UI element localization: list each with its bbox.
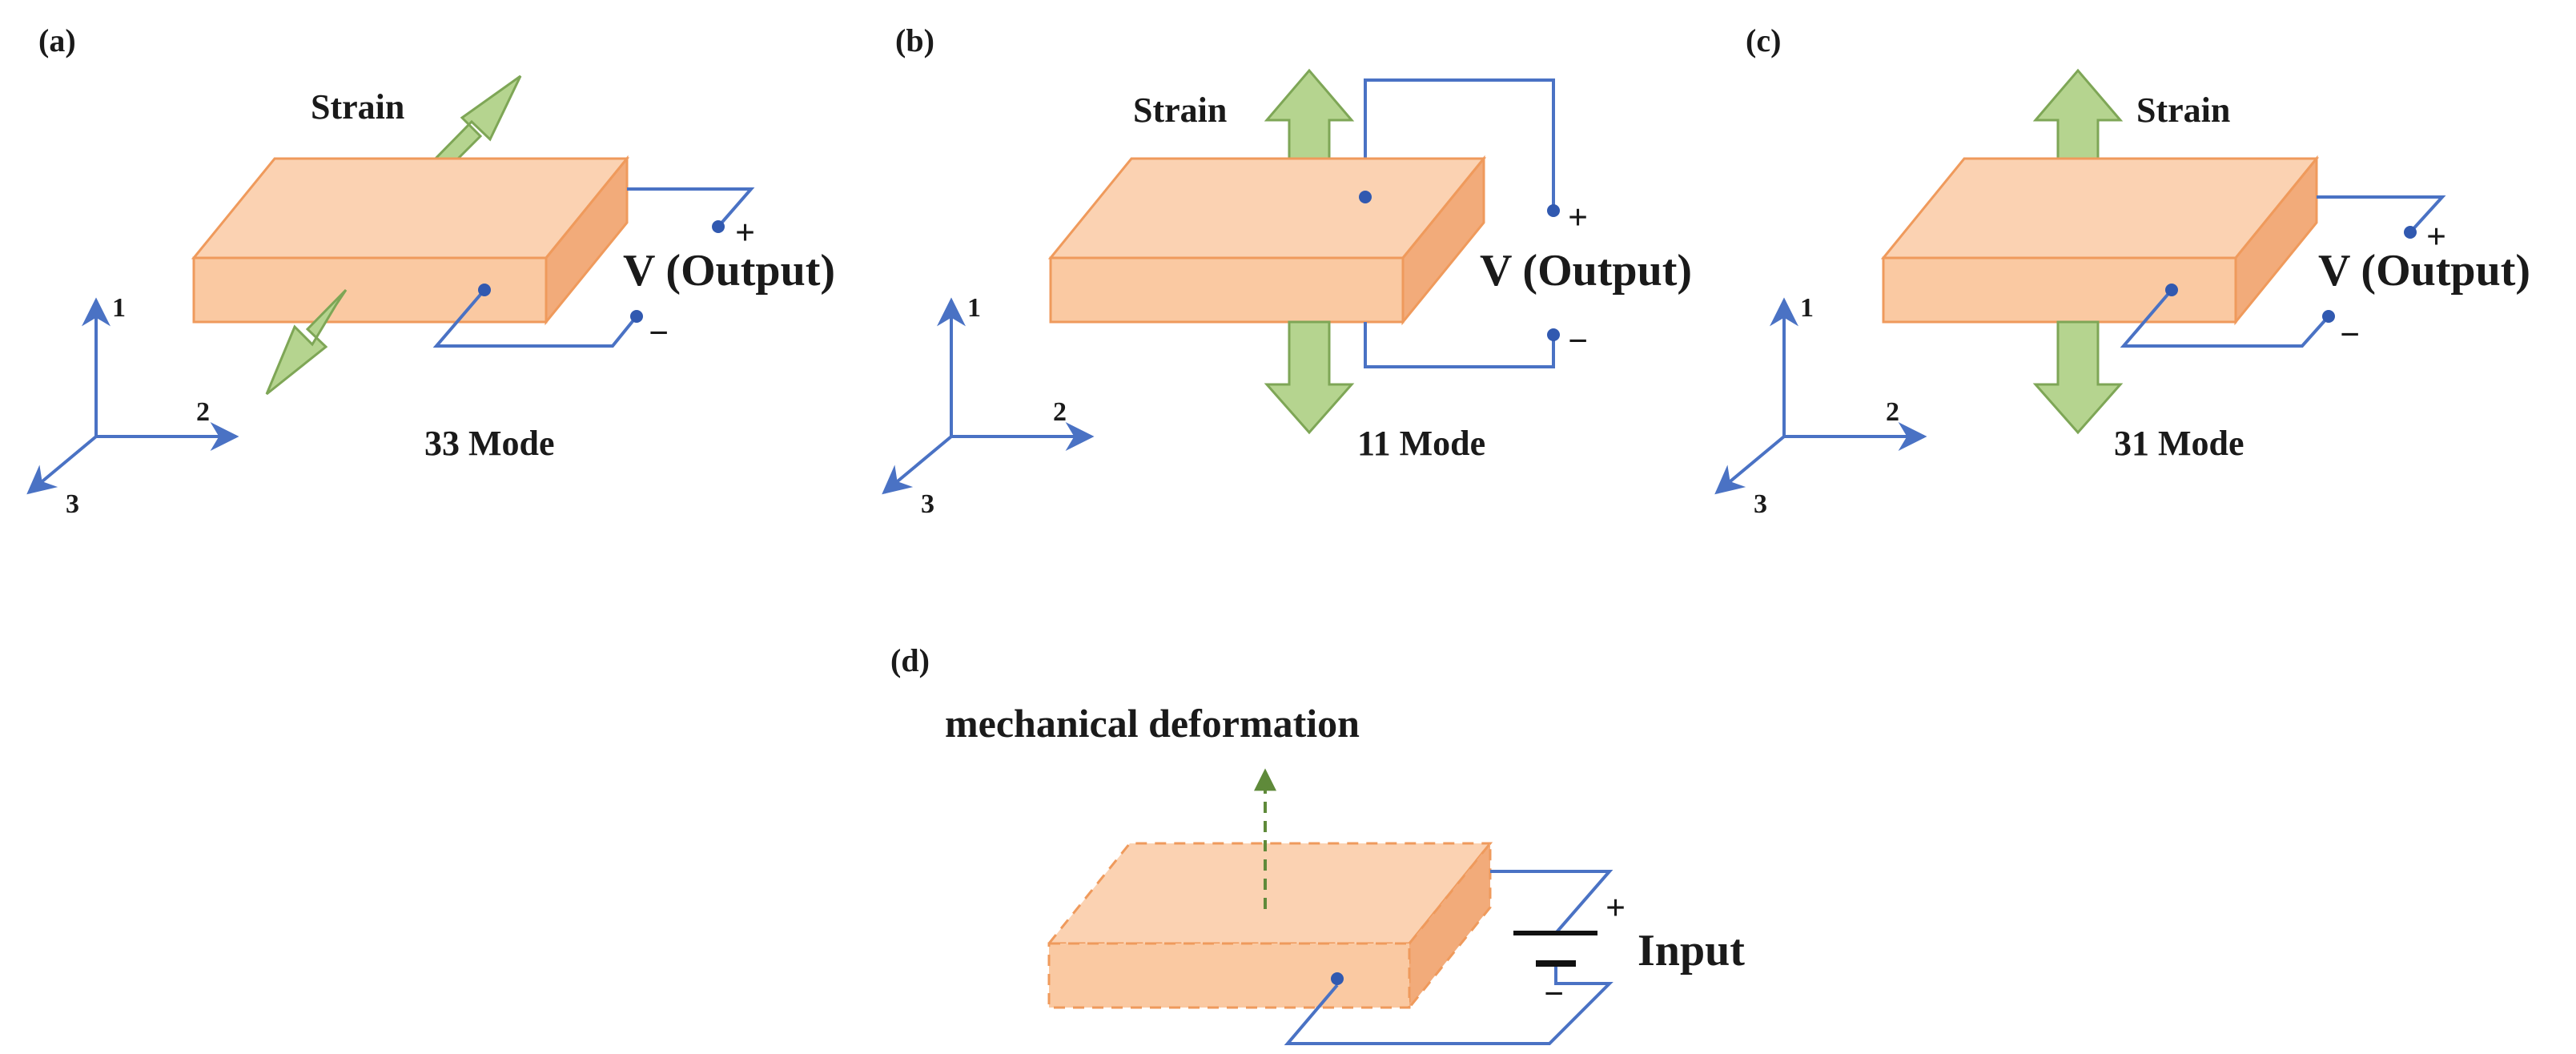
output-voltage-label: V (Output) <box>623 246 835 296</box>
terminal-minus <box>630 310 643 323</box>
plus-sign: + <box>1568 198 1588 237</box>
output-wires <box>2120 195 2446 348</box>
top-wire <box>1364 78 1555 211</box>
coordinate-axes <box>1714 297 1927 495</box>
mode-label: 33 Mode <box>424 424 555 463</box>
minus-sign: − <box>2340 315 2360 354</box>
electrode-contact <box>2165 284 2178 296</box>
plus-sign: + <box>2426 217 2446 256</box>
coordinate-axes <box>882 297 1095 495</box>
strain-arrow-up <box>428 74 522 180</box>
panel-b: (b) 1 2 3 Strain + V (Output) <box>882 22 1692 519</box>
panel-label: (a) <box>38 22 76 58</box>
axis-label-3: 3 <box>66 489 79 519</box>
input-label: Input <box>1638 926 1745 976</box>
panel-a: (a) 1 2 3 Strain + V (Output) <box>26 22 835 519</box>
terminal-minus <box>2322 310 2335 323</box>
strain-label: Strain <box>2136 91 2230 130</box>
panel-label: (b) <box>895 22 934 58</box>
terminal-minus <box>1547 328 1560 341</box>
minus-sign: − <box>1568 321 1588 360</box>
terminal-plus <box>1547 204 1560 217</box>
axis-label-1: 1 <box>967 293 981 323</box>
battery-icon <box>1513 931 1597 967</box>
terminal-plus <box>2404 226 2417 239</box>
output-voltage-label: V (Output) <box>2318 246 2530 296</box>
axis-label-1: 1 <box>112 293 126 323</box>
panel-label: (d) <box>890 642 930 678</box>
strain-label: Strain <box>311 87 404 127</box>
input-wires <box>1284 870 1614 1045</box>
panel-label: (c) <box>1746 22 1781 58</box>
electrode-contact <box>478 284 491 296</box>
piezo-slab-dashed <box>1046 839 1493 1012</box>
axis-label-2: 2 <box>1886 397 1899 427</box>
piezo-slab <box>191 155 630 326</box>
plus-sign: + <box>735 213 755 252</box>
output-voltage-label: V (Output) <box>1480 246 1692 296</box>
coordinate-axes <box>26 297 239 495</box>
terminal-plus <box>712 220 725 233</box>
strain-arrow-down <box>1264 320 1355 435</box>
mode-label: 11 Mode <box>1357 424 1485 463</box>
axis-label-3: 3 <box>921 489 934 519</box>
plus-sign: + <box>1605 888 1626 927</box>
axis-label-2: 2 <box>196 397 210 427</box>
bottom-wire <box>1364 322 1555 368</box>
minus-sign: − <box>1544 974 1564 1013</box>
piezo-slab <box>1047 155 1487 326</box>
electrode-contact-top <box>1359 191 1372 203</box>
axis-label-2: 2 <box>1053 397 1067 427</box>
output-wires <box>432 187 755 348</box>
strain-arrow-down <box>2032 320 2124 435</box>
strain-label: Strain <box>1133 91 1227 130</box>
electrode-contact <box>1331 972 1344 985</box>
deformation-label: mechanical deformation <box>945 701 1360 746</box>
mode-label: 31 Mode <box>2114 424 2244 463</box>
piezo-slab <box>1880 155 2320 326</box>
axis-label-1: 1 <box>1800 293 1814 323</box>
minus-sign: − <box>649 313 669 352</box>
axis-label-3: 3 <box>1754 489 1767 519</box>
panel-c: (c) 1 2 3 Strain + V (Output) − 31 Mode <box>1714 22 2530 519</box>
strain-arrow-down <box>265 288 348 396</box>
panel-d: (d) mechanical deformation + Input − <box>890 642 1745 1045</box>
